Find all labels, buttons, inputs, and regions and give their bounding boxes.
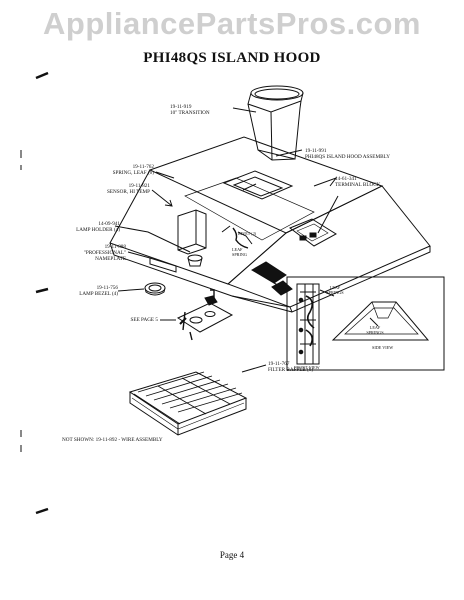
margin-mark [35, 287, 49, 294]
leader-line [232, 107, 257, 113]
lamp-bezel-part-number: 19-11-756 [96, 285, 118, 291]
filter-baffle-part-number: 19-11-767 [268, 361, 290, 367]
lamp-holder-part-name: LAMP HOLDER (4) [76, 227, 120, 233]
hood-assembly-part-name: PHI48QS ISLAND HOOD ASSEMBLY [305, 154, 390, 160]
page-title: PHI48QS ISLAND HOOD [143, 50, 321, 66]
margin-mark [35, 507, 49, 515]
label-see-page: SEE PAGE 5 [130, 317, 158, 323]
page-number: Page 4 [219, 550, 245, 560]
terminal-block-part-number: 14-61-341 [335, 176, 357, 182]
callout-rivet: RIVET (2) [238, 231, 257, 236]
not-shown-note: NOT SHOWN: 19-11-892 - WIRE ASSEMBLY [62, 437, 163, 443]
sensor-part-number: 19-11-821 [128, 183, 150, 189]
label-nameplate: 19-11-888 "PROFESSIONAL" NAMEPLATE [60, 244, 126, 262]
label-sensor: 19-11-821 SENSOR, HI TEMP [90, 183, 150, 195]
margin-mark [35, 71, 49, 80]
lamp-holder-part-number: 14-09-941 [98, 221, 120, 227]
nameplate-part-name-line2: NAMEPLATE [95, 256, 126, 262]
callout-leaf-springs-side: LEAF SPRINGS [366, 325, 384, 335]
label-lamp-bezel: 19-11-756 LAMP BEZEL (4) [56, 285, 118, 297]
label-transition: 19-11-919 10" TRANSITION [170, 104, 210, 116]
lamp-bezel-part-name: LAMP BEZEL (4) [79, 291, 118, 297]
transition-part-number: 19-11-919 [170, 104, 192, 110]
nameplate-part-number: 19-11-888 [104, 244, 126, 250]
callout-side-view: SIDE VIEW [372, 345, 394, 350]
leader-line [313, 176, 338, 187]
socket-assembly [170, 289, 234, 341]
callout-front-view: FRONT VIEW [294, 365, 320, 370]
leader-line [241, 364, 267, 373]
leader-line [114, 225, 191, 253]
label-lamp-holder: 14-09-941 LAMP HOLDER (4) [60, 221, 120, 233]
filter-baffle-part-name: FILTER BAFFLE (6) [268, 367, 314, 373]
hood-assembly-part-number: 19-11-991 [305, 148, 327, 154]
leader-line [117, 288, 145, 292]
label-hood-assembly: 19-11-991 PHI48QS ISLAND HOOD ASSEMBLY [305, 148, 390, 160]
nameplate-part-name-line1: "PROFESSIONAL" [83, 250, 126, 256]
label-filter-baffle: 19-11-767 FILTER BAFFLE (6) [268, 361, 313, 373]
spring-leaf-part-name: SPRING, LEAF (6) [112, 170, 154, 176]
callout-leaf-springs-top: LEAF SPRINGS [326, 285, 344, 295]
terminal-block-part-name: TERMINAL BLOCK [335, 182, 381, 188]
filter-baffle [128, 371, 248, 436]
leader-line [317, 195, 339, 234]
leader-line [275, 149, 303, 157]
leader-line [155, 171, 175, 179]
lamp-bezel [144, 282, 166, 296]
spring-leaf-part-number: 19-11-762 [132, 164, 154, 170]
label-terminal-block: 14-61-341 TERMINAL BLOCK [335, 176, 380, 188]
transition-duct [247, 85, 304, 161]
sensor-part-name: SENSOR, HI TEMP [107, 189, 150, 195]
callout-leaf-spring: LEAF SPRING [232, 247, 247, 257]
leader-line [127, 251, 151, 259]
label-spring-leaf: 19-11-762 SPRING, LEAF (6) [100, 164, 154, 176]
detail-inset [273, 276, 445, 371]
transition-part-name: 10" TRANSITION [170, 110, 210, 116]
watermark: AppliancePartsPros.com [43, 6, 421, 41]
